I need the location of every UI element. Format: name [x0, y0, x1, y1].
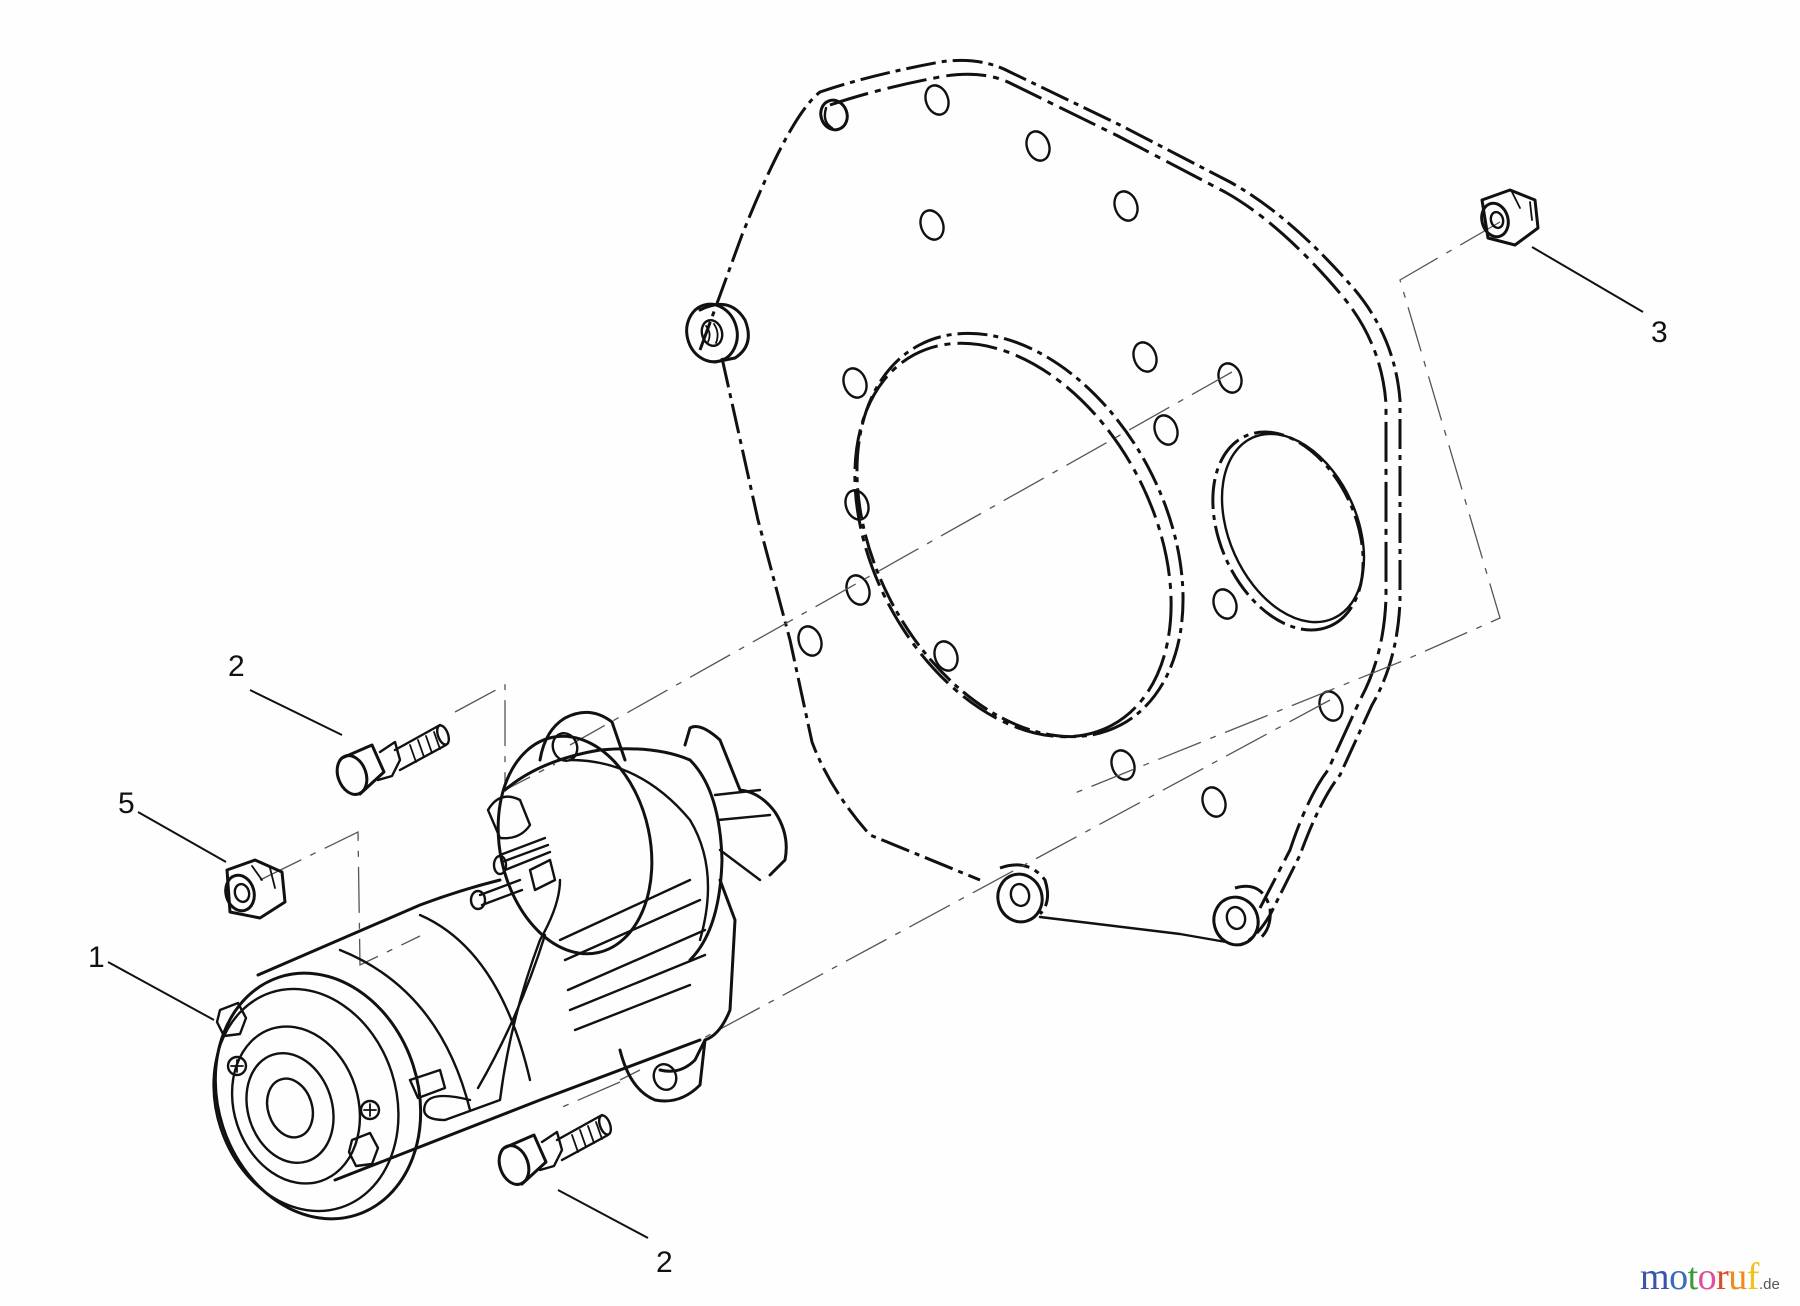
plate-boss-bottom-right — [1212, 884, 1272, 947]
leader-1 — [107, 961, 215, 1021]
leader-5 — [137, 811, 227, 863]
callout-2-upper: 2 — [228, 650, 245, 683]
plate-boss-bottom-left — [996, 863, 1050, 924]
assembly-center-lines — [259, 221, 1501, 1109]
logo-letter: o — [1669, 1256, 1688, 1298]
logo-letter: m — [1640, 1256, 1670, 1298]
logo-letter: o — [1697, 1256, 1717, 1298]
plate-boss-top-left — [819, 98, 849, 132]
starter-motor — [212, 710, 788, 1221]
logo-suffix: .de — [1758, 1276, 1780, 1293]
logo-letter: f — [1746, 1256, 1760, 1298]
logo-letter: u — [1728, 1256, 1747, 1298]
bolt-lower — [497, 1113, 613, 1186]
logo-letter: r — [1716, 1256, 1729, 1298]
leader-2-lower — [557, 1189, 649, 1239]
callout-1: 1 — [88, 941, 105, 974]
nut-left — [224, 858, 287, 920]
plate-small-opening — [1211, 430, 1366, 632]
solenoid-terminals — [469, 795, 557, 911]
logo-letter: t — [1687, 1256, 1699, 1298]
motoruf-logo: motoruf.de — [1640, 1258, 1780, 1296]
nut-upper-right — [1480, 188, 1540, 247]
leader-lines — [107, 246, 1644, 1239]
leader-2-upper — [249, 689, 343, 736]
plate-bolt-holes — [797, 84, 1344, 818]
callout-3: 3 — [1651, 316, 1668, 349]
bolt-upper — [335, 723, 451, 796]
plate-large-opening — [853, 331, 1185, 739]
mounting-plate — [685, 58, 1402, 947]
starter-end-cap — [212, 971, 423, 1221]
leader-3 — [1531, 246, 1644, 313]
plate-boss-left — [685, 302, 750, 364]
callout-2-lower: 2 — [656, 1246, 673, 1279]
callout-5: 5 — [118, 787, 135, 820]
